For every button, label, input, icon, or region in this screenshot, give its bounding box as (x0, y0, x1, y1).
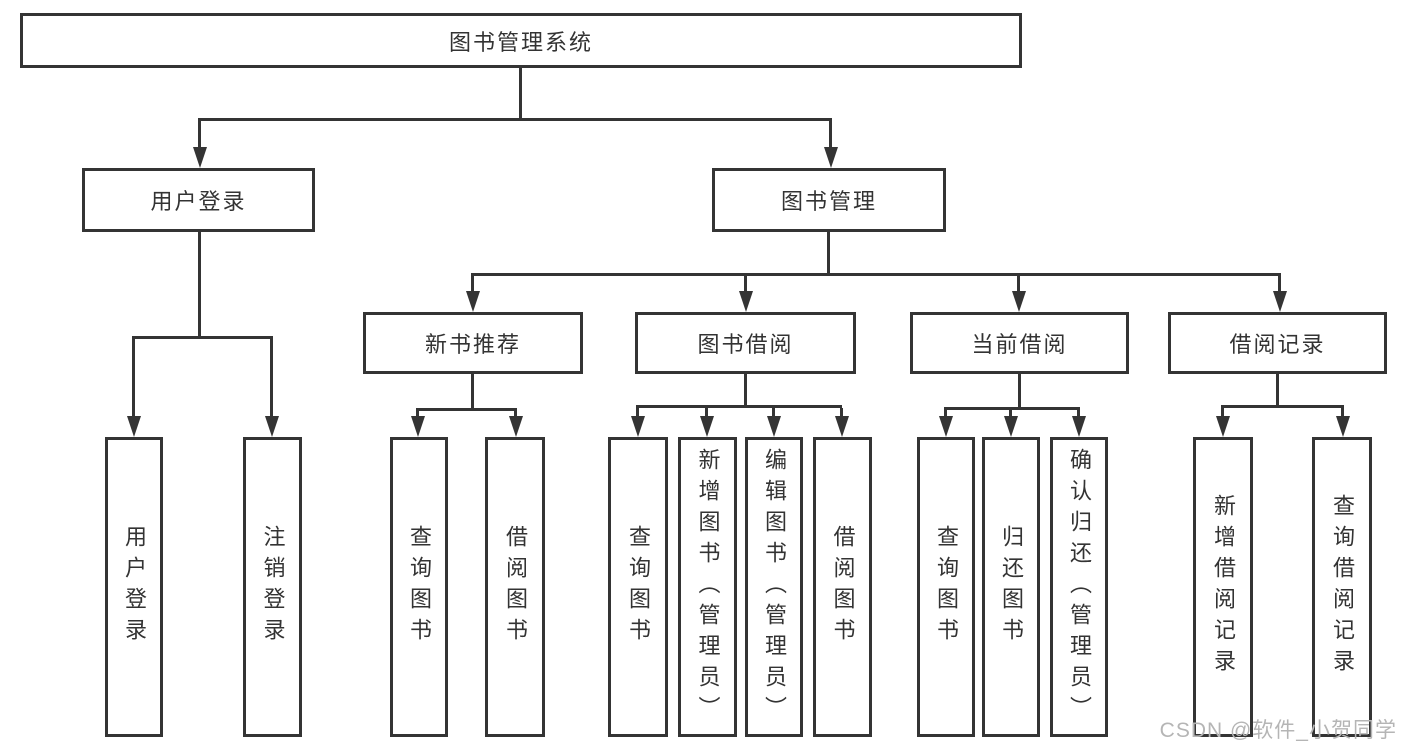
leaf-current-query: 查询图书 (917, 437, 975, 737)
connector-line (944, 407, 1080, 410)
connector-line (744, 276, 747, 293)
connector-line (198, 232, 201, 336)
arrow-down-icon (739, 291, 753, 312)
arrow-down-icon (193, 147, 207, 168)
csdn-watermark: CSDN @软件_小贺同学 (1159, 719, 1397, 742)
arrow-down-icon (411, 416, 425, 437)
connector-line (636, 408, 639, 418)
node-borrow-record-label: 借阅记录 (1229, 332, 1326, 357)
connector-line (1221, 408, 1224, 418)
connector-line (198, 118, 832, 121)
arrow-down-icon (824, 147, 838, 168)
arrow-down-icon (835, 416, 849, 437)
node-current-borrow: 当前借阅 (910, 312, 1129, 374)
leaf-borrow-add-book: 新增图书（管理员） (678, 437, 737, 737)
leaf-user-login: 用户登录 (105, 437, 163, 737)
arrow-down-icon (265, 416, 279, 437)
arrow-down-icon (767, 416, 781, 437)
connector-line (1009, 410, 1012, 418)
leaf-record-add-label: 新增借阅记录 (1211, 494, 1236, 680)
leaf-logout-label: 注销登录 (260, 525, 286, 649)
connector-line (132, 336, 273, 339)
leaf-borrow-book: 借阅图书 (813, 437, 872, 737)
arrow-down-icon (700, 416, 714, 437)
leaf-borrow-add-book-label: 新增图书（管理员） (695, 447, 721, 727)
connector-line (1017, 276, 1020, 293)
connector-line (840, 408, 843, 418)
leaf-newbook-query-label: 查询图书 (407, 525, 432, 649)
arrow-down-icon (939, 416, 953, 437)
connector-line (705, 408, 708, 418)
leaf-logout: 注销登录 (243, 437, 302, 737)
node-book-borrow-label: 图书借阅 (697, 332, 794, 357)
connector-line (1221, 405, 1344, 408)
node-root-label: 图书管理系统 (448, 29, 593, 55)
connector-line (636, 405, 842, 408)
connector-line (270, 339, 273, 416)
leaf-borrow-edit-book: 编辑图书（管理员） (745, 437, 803, 737)
leaf-record-query: 查询借阅记录 (1312, 437, 1372, 737)
connector-line (944, 410, 947, 418)
leaf-return-book: 归还图书 (982, 437, 1040, 737)
connector-line (1018, 374, 1021, 407)
node-book-borrow: 图书借阅 (635, 312, 856, 374)
node-current-borrow-label: 当前借阅 (971, 332, 1068, 357)
connector-line (829, 121, 832, 148)
connector-line (471, 273, 1281, 276)
leaf-borrow-edit-book-label: 编辑图书（管理员） (762, 447, 787, 727)
connector-line (1276, 374, 1279, 405)
arrow-down-icon (1012, 291, 1026, 312)
connector-line (827, 232, 830, 273)
connector-line (198, 121, 201, 148)
connector-line (416, 411, 419, 418)
connector-line (514, 411, 517, 418)
connector-line (416, 408, 517, 411)
leaf-borrow-query: 查询图书 (608, 437, 668, 737)
connector-line (772, 408, 775, 418)
connector-line (132, 339, 135, 416)
leaf-user-login-label: 用户登录 (122, 525, 147, 649)
leaf-current-query-label: 查询图书 (934, 525, 959, 649)
arrow-down-icon (127, 416, 141, 437)
leaf-borrow-book-label: 借阅图书 (830, 525, 856, 649)
arrow-down-icon (631, 416, 645, 437)
connector-line (471, 374, 474, 408)
arrow-down-icon (466, 291, 480, 312)
arrow-down-icon (1336, 416, 1350, 437)
connector-line (744, 374, 747, 405)
leaf-confirm-return: 确认归还（管理员） (1050, 437, 1108, 737)
arrow-down-icon (1004, 416, 1018, 437)
arrow-down-icon (1072, 416, 1086, 437)
connector-line (471, 276, 474, 293)
connector-line (1077, 410, 1080, 418)
node-book-management-label: 图书管理 (780, 189, 877, 214)
arrow-down-icon (1216, 416, 1230, 437)
node-user-login-label: 用户登录 (150, 189, 247, 214)
node-book-management: 图书管理 (712, 168, 946, 232)
node-new-book-recommend-label: 新书推荐 (424, 332, 521, 357)
node-user-login: 用户登录 (82, 168, 315, 232)
leaf-confirm-return-label: 确认归还（管理员） (1067, 447, 1092, 727)
leaf-return-book-label: 归还图书 (999, 525, 1024, 649)
leaf-newbook-borrow: 借阅图书 (485, 437, 545, 737)
leaf-record-query-label: 查询借阅记录 (1330, 494, 1355, 680)
node-borrow-record: 借阅记录 (1168, 312, 1387, 374)
leaf-newbook-borrow-label: 借阅图书 (503, 525, 528, 649)
arrow-down-icon (1273, 291, 1287, 312)
arrow-down-icon (509, 416, 523, 437)
leaf-record-add: 新增借阅记录 (1193, 437, 1253, 737)
node-new-book-recommend: 新书推荐 (363, 312, 583, 374)
connector-line (1341, 408, 1344, 418)
leaf-newbook-query: 查询图书 (390, 437, 448, 737)
connector-line (1278, 276, 1281, 293)
node-root: 图书管理系统 (20, 13, 1022, 68)
leaf-borrow-query-label: 查询图书 (626, 525, 651, 649)
connector-line (519, 68, 522, 118)
